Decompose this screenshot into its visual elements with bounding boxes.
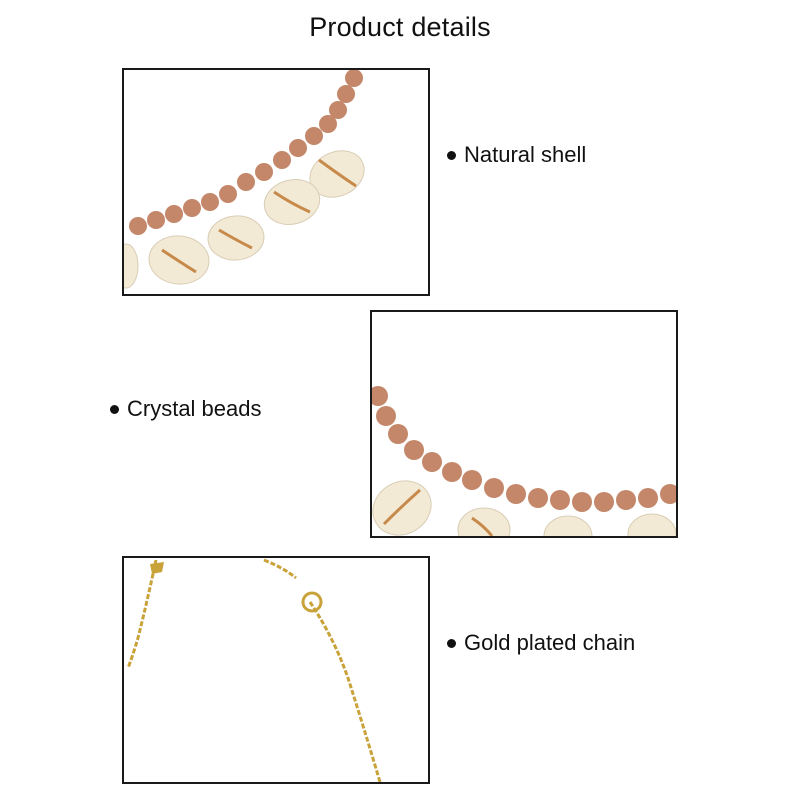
feature-natural-shell: Natural shell	[447, 142, 586, 168]
shell-necklace-image	[124, 70, 365, 289]
natural-shell-photo	[122, 68, 430, 296]
gold-chain-image	[126, 558, 382, 782]
gold-chain-photo	[122, 556, 430, 784]
bullet-icon	[447, 638, 456, 648]
crystal-beads-image	[372, 386, 676, 536]
bullet-icon	[447, 150, 456, 160]
page-title: Product details	[309, 12, 491, 42]
crystal-beads-photo	[370, 310, 678, 538]
feature-label: Crystal beads	[127, 396, 262, 421]
feature-label: Natural shell	[464, 142, 587, 167]
feature-label: Gold plated chain	[464, 630, 636, 655]
bullet-icon	[110, 404, 119, 414]
feature-gold-chain: Gold plated chain	[447, 630, 635, 656]
feature-crystal-beads: Crystal beads	[110, 396, 262, 422]
